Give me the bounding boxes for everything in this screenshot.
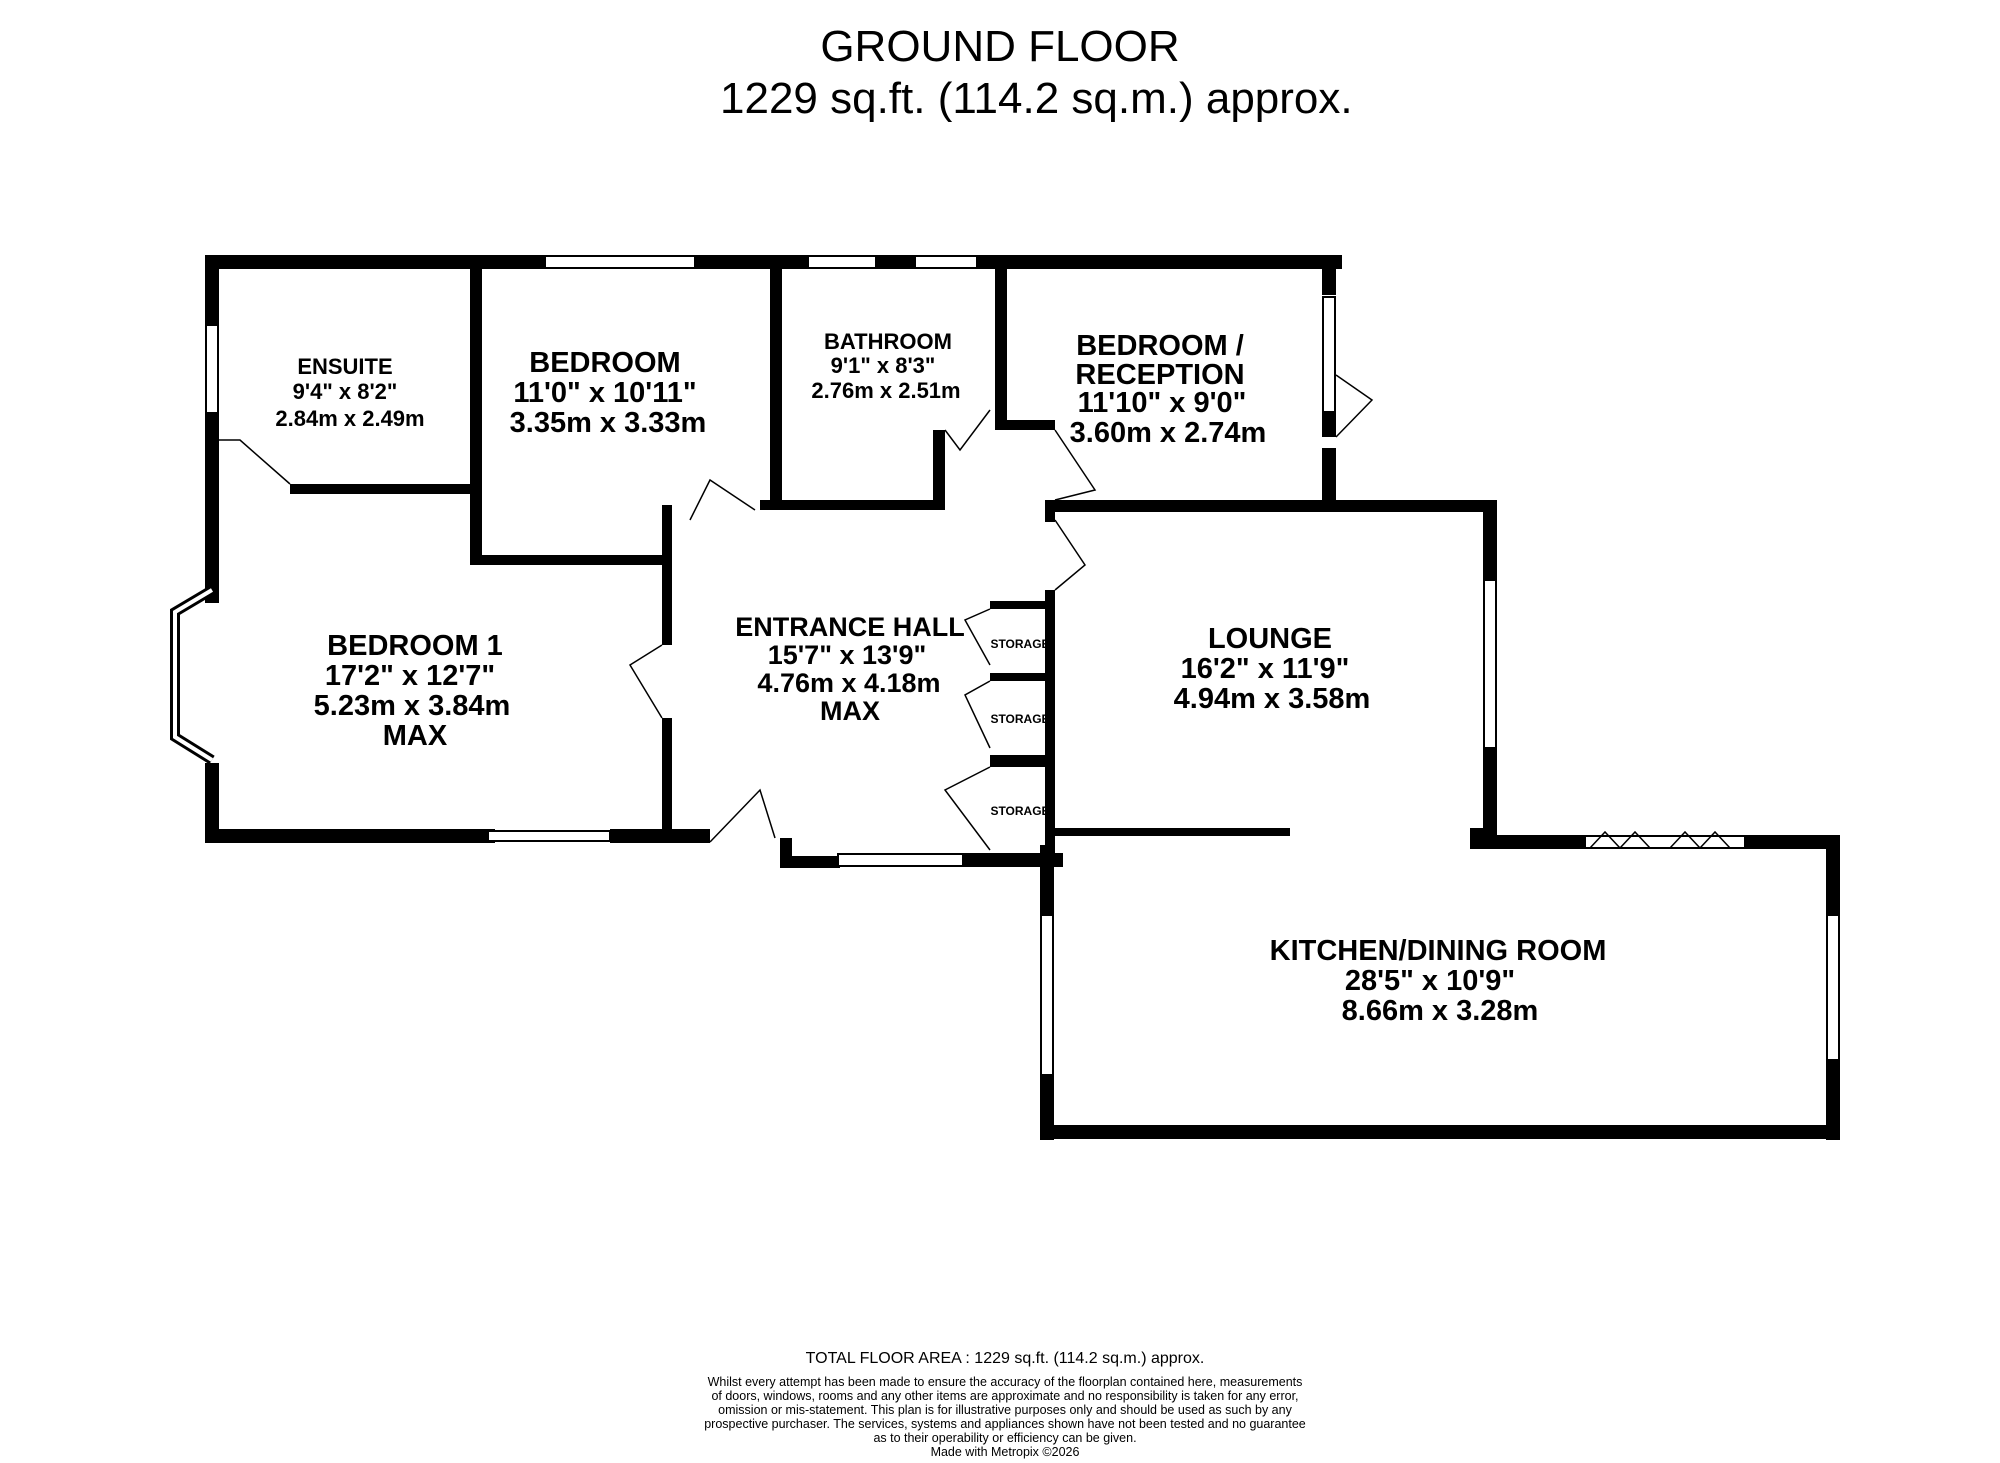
entrance-hall-imperial: 15'7" x 13'9" [768,640,927,670]
bathroom-imperial: 9'1" x 8'3" [831,353,936,378]
metropix-credit: Made with Metropix ©2026 [931,1445,1080,1459]
lounge-metric: 4.94m x 3.58m [1174,683,1371,715]
entrance-hall-note: MAX [820,696,880,726]
disclaimer-line: of doors, windows, rooms and any other i… [711,1389,1298,1403]
bedroom1-note: MAX [383,720,448,752]
lounge-name: LOUNGE [1208,623,1332,655]
windows [205,255,1840,1076]
bathroom-metric: 2.76m x 2.51m [811,378,960,403]
bedroom1-name: BEDROOM 1 [327,630,503,662]
floor-title: GROUND FLOOR [820,22,1180,71]
bedroom-reception-name-1: BEDROOM / [1076,330,1244,362]
kitchen-imperial: 28'5" x 10'9" [1345,965,1515,997]
bedroom-reception-imperial: 11'10" x 9'0" [1078,387,1247,419]
disclaimer-line: as to their operability or efficiency ca… [873,1431,1136,1445]
bedroom-name: BEDROOM [529,347,680,379]
doors [219,374,1731,851]
lounge-imperial: 16'2" x 11'9" [1181,653,1350,685]
bedroom-metric: 3.35m x 3.33m [510,407,707,439]
bathroom-name: BATHROOM [824,329,952,354]
storage-label: STORAGE [990,712,1049,726]
bay-window [170,585,215,765]
ensuite-imperial: 9'4" x 8'2" [293,379,398,404]
footer: TOTAL FLOOR AREA : 1229 sq.ft. (114.2 sq… [704,1350,1306,1459]
walls [205,255,1840,1140]
kitchen-metric: 8.66m x 3.28m [1342,995,1539,1027]
disclaimer-line: prospective purchaser. The services, sys… [704,1417,1306,1431]
entrance-hall-name: ENTRANCE HALL [735,612,965,642]
disclaimer-line: Whilst every attempt has been made to en… [708,1375,1303,1389]
kitchen-name: KITCHEN/DINING ROOM [1270,935,1607,967]
ensuite-metric: 2.84m x 2.49m [275,406,424,431]
bedroom-reception-name-2: RECEPTION [1075,359,1244,391]
entrance-hall-metric: 4.76m x 4.18m [757,668,940,698]
bedroom1-imperial: 17'2" x 12'7" [325,660,495,692]
total-floor-area: TOTAL FLOOR AREA : 1229 sq.ft. (114.2 sq… [806,1350,1205,1367]
room-labels: ENSUITE 9'4" x 8'2" 2.84m x 2.49m BEDROO… [275,329,1606,1027]
disclaimer-line: omission or mis-statement. This plan is … [718,1403,1292,1417]
area-title: 1229 sq.ft. (114.2 sq.m.) approx. [720,74,1353,123]
ensuite-name: ENSUITE [297,354,392,379]
storage-label: STORAGE [990,637,1049,651]
storage-label: STORAGE [990,804,1049,818]
bedroom1-metric: 5.23m x 3.84m [314,690,511,722]
bedroom-reception-metric: 3.60m x 2.74m [1070,417,1267,449]
bay-window-glass [173,588,214,762]
bedroom-imperial: 11'0" x 10'11" [513,377,696,409]
